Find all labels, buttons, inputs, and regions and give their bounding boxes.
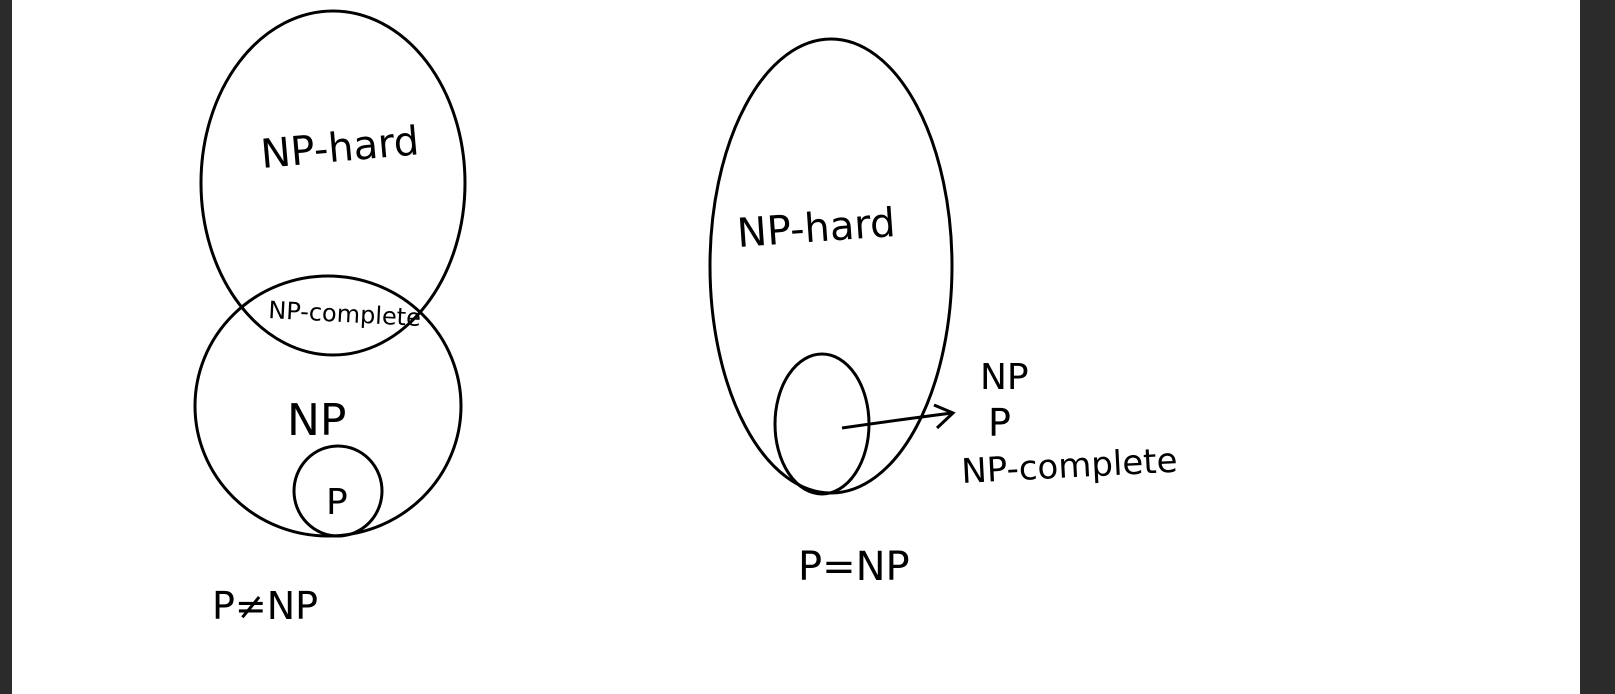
pointer-arrow [841,411,953,430]
right-diagram: NP-hard NP P NP-complete P=NP [708,37,1178,590]
right-caption: P=NP [798,544,910,590]
np-hard-label-right: NP-hard [735,200,896,257]
p-label: P [326,482,348,523]
legend-p: P [988,401,1011,445]
left-caption: P≠NP [212,584,318,628]
left-diagram: NP-hard NP-complete NP P P≠NP [193,9,467,628]
window-border [1580,0,1615,694]
pointer-arrowhead [933,403,956,430]
legend-np: NP [980,357,1029,398]
np-hard-set [199,9,467,357]
p-set [292,444,384,538]
np-hard-set-right [708,37,954,495]
np-hard-label: NP-hard [259,118,421,178]
np-label: NP [287,395,346,446]
legend-np-complete: NP-complete [960,441,1178,492]
p-np-np-complete-set [773,352,871,496]
drawing-canvas [12,0,1580,694]
np-complete-label: NP-complete [268,296,422,332]
